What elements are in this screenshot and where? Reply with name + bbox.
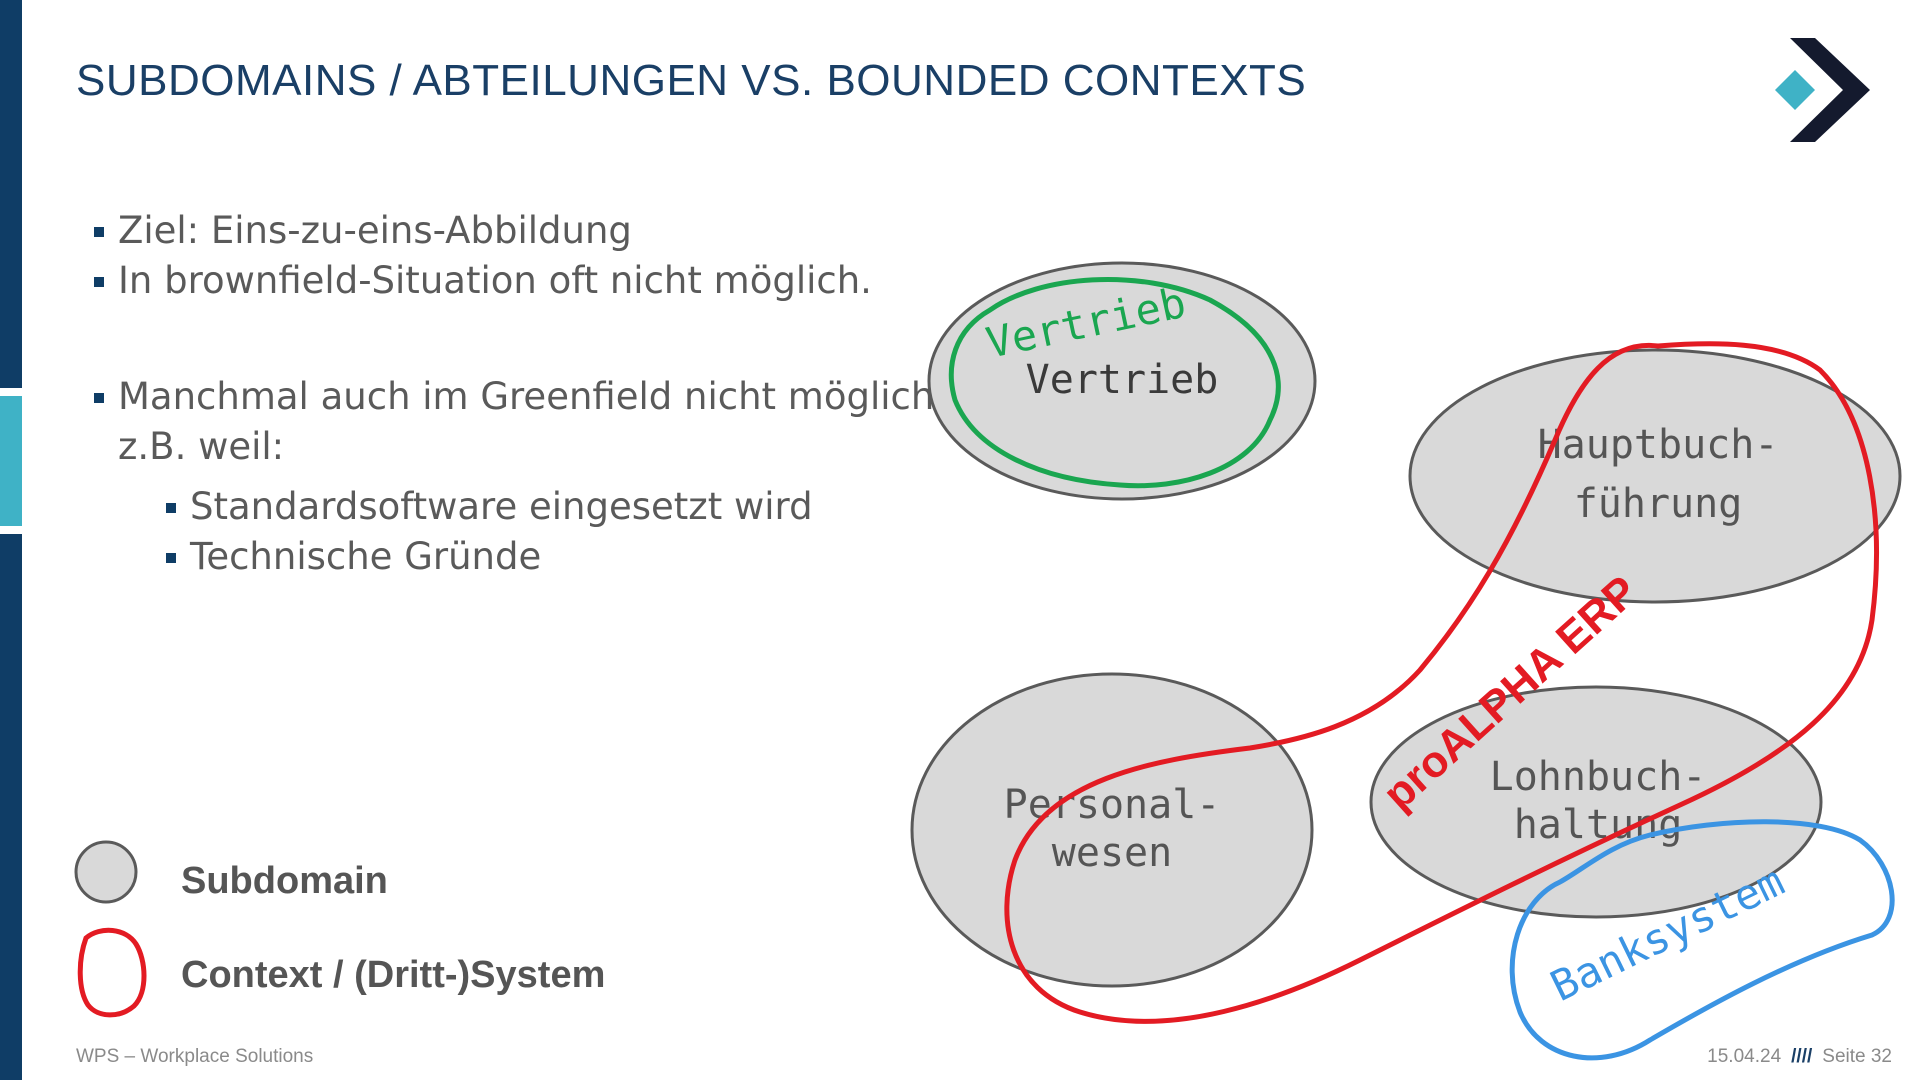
subdomain-label: führung (1574, 481, 1743, 527)
context-outline-vertrieb (948, 276, 1281, 489)
subdomain-lohnbuchhaltung (1369, 685, 1823, 919)
side-bar-bottom (0, 534, 22, 1080)
footer-separator: //// (1791, 1046, 1813, 1067)
legend-subdomain-icon (74, 840, 138, 904)
bullet-item: Ziel: Eins-zu-eins-Abbildung (92, 206, 952, 256)
sub-bullet-item: Technische Gründe (164, 532, 952, 582)
bullet-item: Manchmal auch im Greenfield nicht möglic… (92, 372, 952, 472)
legend-context-icon (77, 927, 147, 1018)
subdomain-label: haltung (1514, 802, 1683, 848)
subdomain-label: Vertrieb (1026, 357, 1219, 403)
side-bar-top (0, 0, 22, 388)
bullet-line: Manchmal auch im Greenfield nicht möglic… (118, 375, 947, 418)
subdomain-personalwesen (910, 672, 1314, 988)
footer-company: WPS – Workplace Solutions (76, 1046, 314, 1067)
context-label-banksystem: Banksystem (1543, 856, 1792, 1011)
subdomain-hauptbuchfuehrung (1408, 348, 1902, 604)
context-label-vertrieb: Vertrieb (982, 278, 1190, 368)
footer-page-number: Seite 32 (1822, 1046, 1892, 1067)
context-label-proalpha: proALPHA ERP (1374, 567, 1647, 820)
footer-date: 15.04.24 (1707, 1046, 1782, 1067)
footer-meta: 15.04.24 //// Seite 32 (1707, 1046, 1892, 1068)
bullet-list: Ziel: Eins-zu-eins-Abbildung In brownfie… (92, 206, 952, 582)
legend-context-label: Context / (Dritt-)System (181, 954, 606, 996)
subdomain-label: wesen (1052, 830, 1172, 876)
bullet-line: z.B. weil: (118, 425, 285, 468)
subdomain-vertrieb (927, 261, 1317, 501)
context-outline-proalpha (1004, 341, 1879, 1024)
wps-logo-icon (1775, 38, 1870, 142)
subdomain-label: Lohnbuch- (1490, 754, 1707, 800)
side-bar-accent (0, 396, 22, 526)
subdomain-label: Hauptbuch- (1538, 422, 1779, 468)
context-outline-banksystem (1509, 819, 1895, 1061)
legend-subdomain-label: Subdomain (181, 860, 388, 902)
page-title: SUBDOMAINS / ABTEILUNGEN VS. BOUNDED CON… (76, 56, 1307, 105)
subdomain-label: Personal- (1004, 782, 1221, 828)
bullet-item: In brownfield-Situation oft nicht möglic… (92, 256, 952, 306)
sub-bullet-item: Standardsoftware eingesetzt wird (164, 482, 952, 532)
